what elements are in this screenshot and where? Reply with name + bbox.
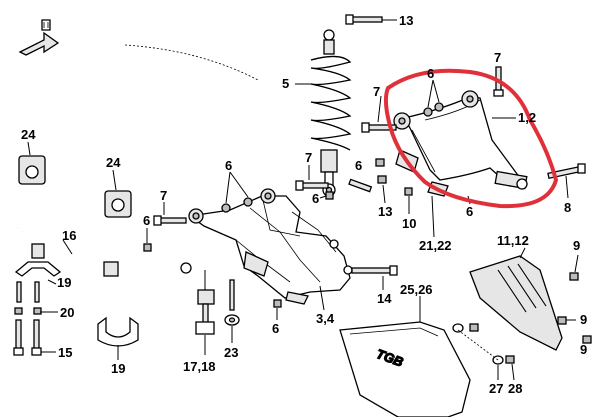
label-16: 16 <box>62 228 76 243</box>
nut-20-b <box>33 307 42 315</box>
nut-20-a <box>14 307 23 315</box>
nut-6-right-a <box>375 158 385 167</box>
label-6-bottom: 6 <box>272 321 279 336</box>
label-6-mid: 6 <box>225 158 232 173</box>
mount-bolt-left <box>16 281 22 303</box>
label-1-2: 1,2 <box>518 110 536 125</box>
skid-guard-11-12 <box>469 255 563 351</box>
label-17-18: 17,18 <box>183 359 216 374</box>
label-11-12: 11,12 <box>497 233 529 248</box>
label-6-right-a: 6 <box>355 158 362 173</box>
label-14: 14 <box>377 291 392 306</box>
bushing-6-left <box>423 107 433 117</box>
nut-6-left <box>143 243 152 252</box>
nut-6-bottom <box>273 299 282 308</box>
label-7-left-lower: 7 <box>160 188 167 203</box>
frame-outline <box>124 44 259 81</box>
label-28: 28 <box>508 381 522 396</box>
label-9-b: 9 <box>580 312 587 327</box>
top-shock-bolt <box>345 14 383 25</box>
stabilizer-bar <box>17 208 192 277</box>
bolt-28-top <box>469 323 479 332</box>
bushing-24-left <box>18 155 46 185</box>
bolt-9-a <box>569 272 579 281</box>
label-8: 8 <box>564 200 571 215</box>
label-13-lower: 13 <box>378 204 392 219</box>
label-6-left: 6 <box>143 213 150 228</box>
bushing-24-right <box>104 190 132 218</box>
bolt-28 <box>505 355 515 364</box>
label-21-22: 21,22 <box>419 238 452 253</box>
label-7-left: 7 <box>373 84 380 99</box>
label-24-right: 24 <box>106 155 121 170</box>
shock-absorber <box>310 29 352 197</box>
label-24-left: 24 <box>21 127 36 142</box>
washer-27-top <box>452 323 464 333</box>
arm-bolt-7-center <box>295 180 329 191</box>
front-direction-icon <box>18 19 60 56</box>
bracket-19-center <box>97 316 139 347</box>
link-bolt <box>229 279 235 311</box>
side-guard-25-26 <box>339 321 471 417</box>
bolts-15 <box>13 319 42 356</box>
nut-6-center <box>325 191 334 200</box>
bolt-13-lower <box>348 178 373 193</box>
stabilizer-link <box>195 270 215 335</box>
label-15: 15 <box>58 345 72 360</box>
label-7-top-right: 7 <box>494 50 501 65</box>
arm-bolt-7-left <box>153 215 187 226</box>
label-9-c: 9 <box>580 342 587 357</box>
label-6-top: 6 <box>427 66 434 81</box>
label-23: 23 <box>224 345 238 360</box>
washer-23 <box>224 314 240 326</box>
arm-bolt-7-horizontal <box>361 122 397 133</box>
lower-swing-arm <box>188 188 353 305</box>
mount-bolt-right <box>34 281 40 303</box>
bolt-14 <box>351 265 398 276</box>
label-19-left: 19 <box>57 275 71 290</box>
label-25-26: 25,26 <box>400 282 433 297</box>
label-6-right-b: 6 <box>312 191 319 206</box>
label-10: 10 <box>402 216 416 231</box>
bushing-6-right <box>434 102 444 112</box>
label-20: 20 <box>60 305 74 320</box>
upper-a-arm <box>393 90 528 197</box>
label-9-a: 9 <box>573 238 580 253</box>
bracket-19-left <box>14 261 62 277</box>
label-19-center: 19 <box>111 361 125 376</box>
upper-arm-highlight <box>383 68 558 209</box>
bolt-9-b <box>557 316 567 325</box>
label-7-center: 7 <box>305 150 312 165</box>
label-3-4: 3,4 <box>316 311 335 326</box>
label-5: 5 <box>282 76 289 91</box>
nut-10 <box>404 187 413 196</box>
label-6-lower-right: 6 <box>466 204 473 219</box>
label-13-top: 13 <box>399 13 413 28</box>
nut-6-right-b <box>377 175 387 184</box>
bolt-9-c <box>582 335 592 344</box>
label-27: 27 <box>489 381 503 396</box>
